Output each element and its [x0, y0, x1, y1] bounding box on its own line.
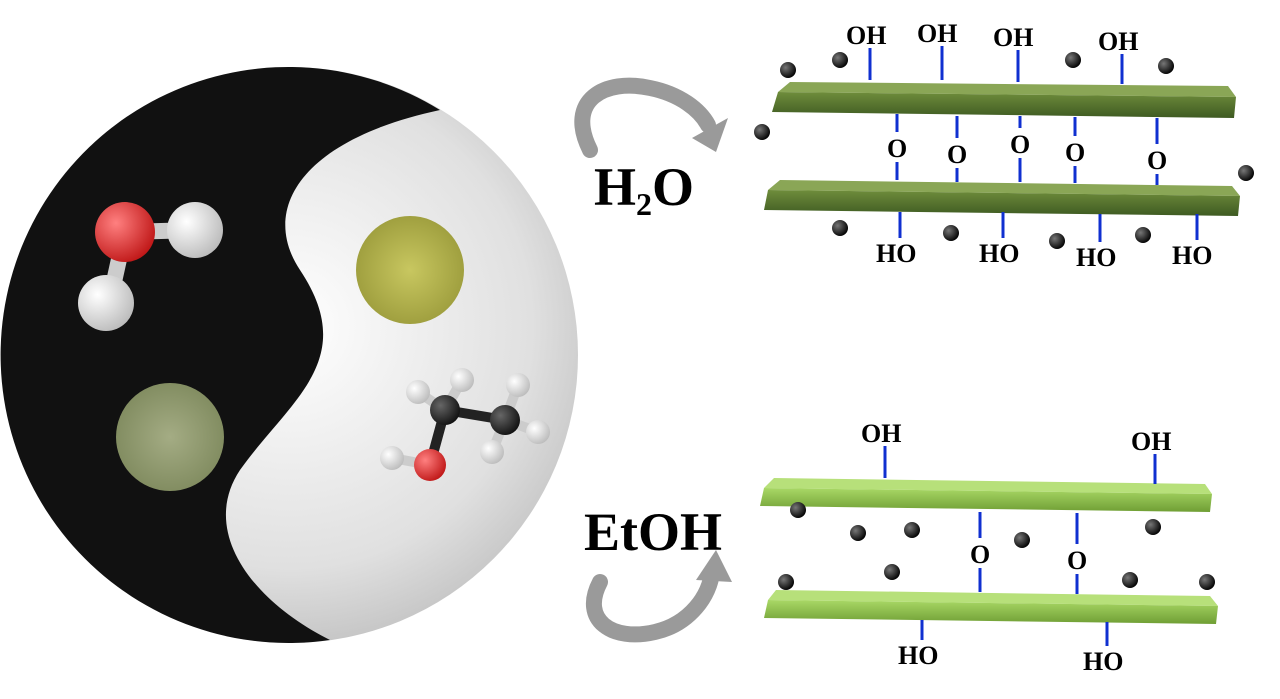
water-molecule: [78, 202, 223, 331]
dark-powder-sample: [116, 383, 224, 491]
sheet-top-face: [768, 590, 1218, 606]
light-powder-sample: [356, 216, 464, 324]
particle-dot: [832, 52, 848, 68]
sheet-top-face: [764, 478, 1212, 494]
oxygen-label: O: [1067, 546, 1087, 575]
particle-dot: [1199, 574, 1215, 590]
particle-dot: [884, 564, 900, 580]
hydrogen-atom: [167, 202, 223, 258]
hydroxyl-label: HO: [1083, 647, 1123, 676]
water-sheet-stack: OH OH OH OH O O O O O HO HO HO HO: [754, 19, 1254, 272]
curved-arrow-icon: [574, 77, 728, 158]
oxygen-label: O: [1065, 138, 1085, 167]
particle-dot: [780, 62, 796, 78]
particle-dot: [790, 502, 806, 518]
water-label: H2O: [594, 157, 694, 222]
oxygen-label: O: [1010, 130, 1030, 159]
particle-dot: [943, 225, 959, 241]
particle-dot: [1065, 52, 1081, 68]
ethanol-molecule: [380, 368, 550, 481]
hydrogen-atom: [406, 380, 430, 404]
hydroxyl-label: OH: [993, 23, 1033, 52]
hydrogen-atom: [380, 446, 404, 470]
particle-dot: [754, 124, 770, 140]
particle-dot: [1122, 572, 1138, 588]
particle-dot: [1238, 165, 1254, 181]
yin-yang-emblem: [0, 66, 578, 643]
graphene-sheet: [772, 92, 1236, 118]
carbon-atom: [430, 395, 460, 425]
curved-arrow-icon: [586, 550, 732, 643]
oxygen-atom: [414, 449, 446, 481]
oxygen-label: O: [947, 140, 967, 169]
particle-dot: [904, 522, 920, 538]
hydrogen-atom: [78, 275, 134, 331]
ethanol-label: EtOH: [584, 502, 722, 562]
hydroxyl-label: HO: [1076, 243, 1116, 272]
particle-dot: [1145, 519, 1161, 535]
hydrogen-atom: [506, 373, 530, 397]
hydroxyl-label: OH: [917, 19, 957, 48]
sheet-top-face: [768, 180, 1240, 196]
particle-dot: [850, 525, 866, 541]
hydroxyl-label: OH: [861, 419, 901, 448]
oxygen-label: O: [1147, 146, 1167, 175]
particle-dot: [778, 574, 794, 590]
particle-dot: [1014, 532, 1030, 548]
particle-dot: [1049, 233, 1065, 249]
graphene-sheet: [764, 190, 1240, 216]
particle-dot: [1158, 58, 1174, 74]
oxygen-label: O: [887, 134, 907, 163]
hydroxyl-label: OH: [1098, 27, 1138, 56]
hydroxyl-label: OH: [846, 21, 886, 50]
oxygen-atom: [95, 202, 155, 262]
hydroxyl-label: OH: [1131, 427, 1171, 456]
hydroxyl-label: HO: [876, 239, 916, 268]
hydroxyl-label: HO: [979, 239, 1019, 268]
graphene-sheet: [764, 600, 1218, 624]
hydrogen-atom: [450, 368, 474, 392]
particle-dot: [832, 220, 848, 236]
oxygen-label: O: [970, 540, 990, 569]
particle-dot: [1135, 227, 1151, 243]
graphene-sheet: [760, 488, 1212, 512]
hydroxyl-label: HO: [1172, 241, 1212, 270]
ethanol-sheet-stack: OH OH O O HO HO: [760, 419, 1218, 676]
carbon-atom: [490, 405, 520, 435]
hydrogen-atom: [526, 420, 550, 444]
hydrogen-atom: [480, 440, 504, 464]
hydroxyl-label: HO: [898, 641, 938, 670]
